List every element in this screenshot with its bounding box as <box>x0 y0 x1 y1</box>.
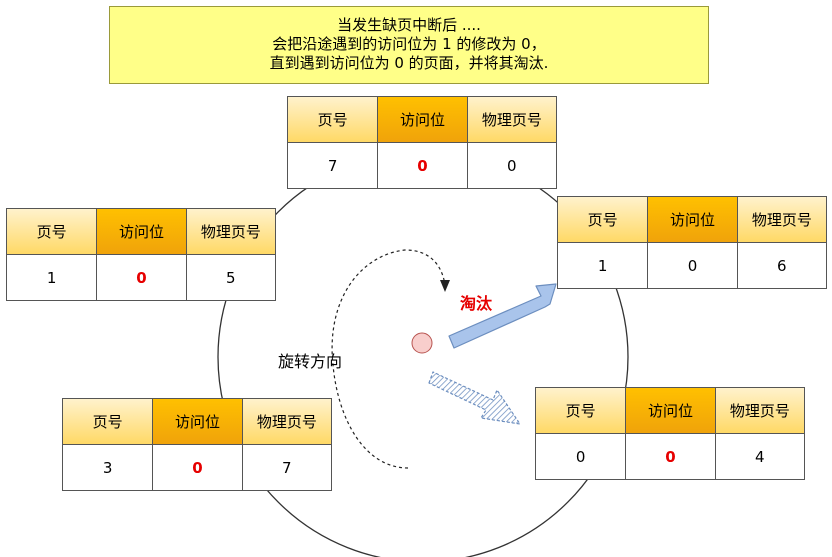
frame-number-cell: 5 <box>185 255 275 300</box>
rotation-direction-curve <box>331 249 446 469</box>
table-header-row: 页号 访问位 物理页号 <box>558 197 826 242</box>
table-header-row: 页号 访问位 物理页号 <box>63 399 331 444</box>
header-frame-number: 物理页号 <box>185 209 275 254</box>
access-bit-cell: 0 <box>647 243 736 288</box>
page-table-evicted: 页号 访问位 物理页号 1 0 6 <box>557 196 827 289</box>
evict-arrow <box>448 283 557 349</box>
table-header-row: 页号 访问位 物理页号 <box>536 388 804 433</box>
rotation-direction-label: 旋转方向 <box>278 352 343 371</box>
note-line: 会把沿途遇到的访问位为 1 的修改为 0， <box>272 35 546 53</box>
header-page-number: 页号 <box>558 197 648 242</box>
page-number-cell: 1 <box>597 256 608 275</box>
page-table-left: 页号 访问位 物理页号 1 0 5 <box>6 208 276 301</box>
note-line: 当发生缺页中断后 .... <box>337 16 481 34</box>
rotation-arrow-head <box>440 280 450 292</box>
header-access-bit: 访问位 <box>152 399 242 444</box>
page-number-cell: 1 <box>46 268 57 287</box>
table-row: 7 0 0 <box>288 142 556 188</box>
frame-number-cell: 4 <box>714 434 804 479</box>
access-bit-cell: 0 <box>377 143 466 188</box>
table-row: 1 0 5 <box>7 254 275 300</box>
page-table-top: 页号 访问位 物理页号 7 0 0 <box>287 96 557 189</box>
access-bit-cell: 0 <box>152 445 241 490</box>
page-number-cell: 3 <box>102 458 113 477</box>
evict-label: 淘汰 <box>460 294 493 313</box>
explanation-note: 当发生缺页中断后 .... 会把沿途遇到的访问位为 1 的修改为 0， 直到遇到… <box>109 6 709 84</box>
header-frame-number: 物理页号 <box>241 399 331 444</box>
header-page-number: 页号 <box>288 97 378 142</box>
table-header-row: 页号 访问位 物理页号 <box>288 97 556 142</box>
frame-number-cell: 7 <box>241 445 331 490</box>
page-number-cell: 7 <box>327 156 338 175</box>
table-row: 3 0 7 <box>63 444 331 490</box>
table-header-row: 页号 访问位 物理页号 <box>7 209 275 254</box>
access-bit-cell: 0 <box>96 255 185 300</box>
frame-number-cell: 0 <box>466 143 556 188</box>
page-table-bottom-left: 页号 访问位 物理页号 3 0 7 <box>62 398 332 491</box>
header-page-number: 页号 <box>7 209 97 254</box>
header-access-bit: 访问位 <box>377 97 467 142</box>
clock-hand-center <box>411 332 433 354</box>
table-row: 0 0 4 <box>536 433 804 479</box>
header-page-number: 页号 <box>63 399 153 444</box>
note-line: 直到遇到访问位为 0 的页面，并将其淘汰. <box>269 54 549 72</box>
next-position-arrow <box>428 371 521 425</box>
header-access-bit: 访问位 <box>625 388 715 433</box>
frame-number-cell: 6 <box>736 243 826 288</box>
page-number-cell: 0 <box>575 447 586 466</box>
header-frame-number: 物理页号 <box>736 197 826 242</box>
header-frame-number: 物理页号 <box>466 97 556 142</box>
page-table-bottom-right: 页号 访问位 物理页号 0 0 4 <box>535 387 805 480</box>
header-page-number: 页号 <box>536 388 626 433</box>
header-frame-number: 物理页号 <box>714 388 804 433</box>
access-bit-cell: 0 <box>625 434 714 479</box>
header-access-bit: 访问位 <box>647 197 737 242</box>
table-row: 1 0 6 <box>558 242 826 288</box>
header-access-bit: 访问位 <box>96 209 186 254</box>
